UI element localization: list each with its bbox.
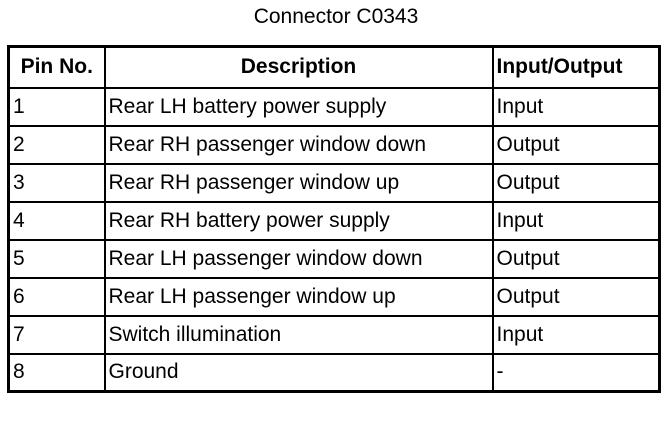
cell-pin: 3: [7, 162, 106, 203]
table-row: 2 Rear RH passenger window down Output: [7, 124, 661, 165]
cell-description: Rear LH passenger window up: [103, 276, 494, 317]
cell-description: Rear LH passenger window down: [103, 238, 494, 279]
cell-io: -: [491, 352, 661, 393]
cell-description: Ground: [103, 352, 494, 393]
cell-pin: 4: [7, 200, 106, 241]
page-title: Connector C0343: [253, 5, 419, 28]
cell-io: Output: [491, 276, 661, 317]
table-row: 6 Rear LH passenger window up Output: [7, 276, 661, 317]
cell-pin: 7: [7, 314, 106, 355]
header-pin-no: Pin No.: [7, 45, 106, 89]
table-row: 1 Rear LH battery power supply Input: [7, 86, 661, 127]
cell-io: Output: [491, 162, 661, 203]
cell-pin: 6: [7, 276, 106, 317]
header-input-output: Input/Output: [491, 45, 661, 89]
cell-io: Output: [491, 238, 661, 279]
connector-pin-table: Pin No. Description Input/Output 1 Rear …: [7, 45, 661, 393]
cell-pin: 2: [7, 124, 106, 165]
cell-description: Rear RH battery power supply: [103, 200, 494, 241]
cell-description: Rear LH battery power supply: [103, 86, 494, 127]
table-row: 5 Rear LH passenger window down Output: [7, 238, 661, 279]
table-row: 7 Switch illumination Input: [7, 314, 661, 355]
cell-io: Input: [491, 200, 661, 241]
cell-description: Rear RH passenger window up: [103, 162, 494, 203]
cell-description: Switch illumination: [103, 314, 494, 355]
table-row: 4 Rear RH battery power supply Input: [7, 200, 661, 241]
cell-pin: 1: [7, 86, 106, 127]
table-header-row: Pin No. Description Input/Output: [7, 45, 661, 89]
header-description: Description: [103, 45, 494, 89]
cell-io: Output: [491, 124, 661, 165]
cell-io: Input: [491, 86, 661, 127]
cell-io: Input: [491, 314, 661, 355]
table-row: 3 Rear RH passenger window up Output: [7, 162, 661, 203]
cell-pin: 8: [7, 352, 106, 393]
cell-pin: 5: [7, 238, 106, 279]
cell-description: Rear RH passenger window down: [103, 124, 494, 165]
table-row: 8 Ground -: [7, 352, 661, 393]
